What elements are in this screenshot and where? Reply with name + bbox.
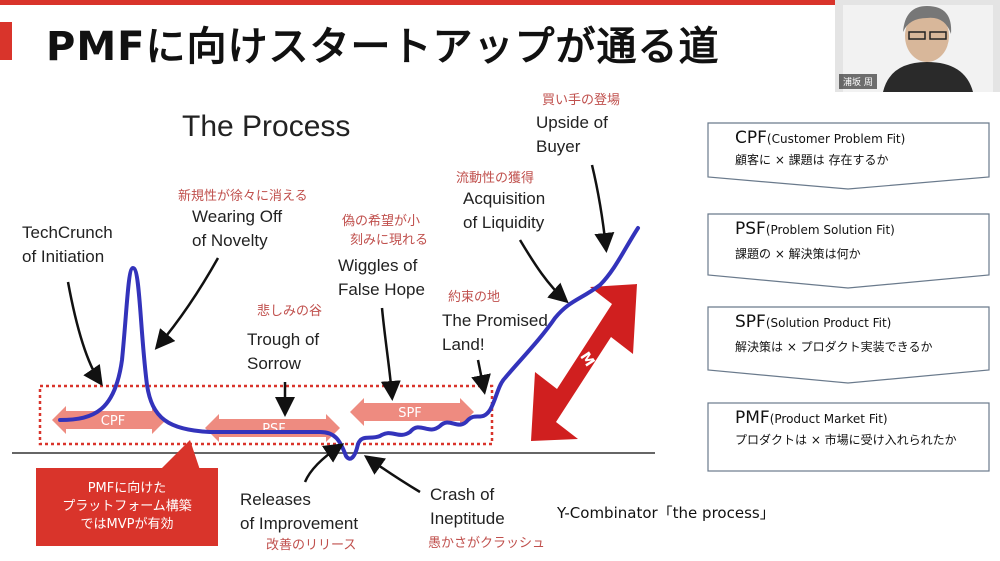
fit-desc: 顧客に × 課題は 存在するか [735, 153, 889, 167]
stage-crash-en2: Ineptitude [430, 509, 505, 528]
title-accent-tab [0, 22, 12, 60]
mvp-callout: PMFに向けた プラットフォーム構築 ではMVPが有効 [36, 468, 218, 546]
slide-title: PMFに向けスタートアップが通る道 [46, 24, 720, 70]
stage-wiggles-jp1: 偽の希望が小 [342, 213, 420, 228]
psf-label: PSF [262, 422, 286, 437]
stage-techcrunch-en2: of Initiation [22, 247, 104, 266]
presenter-silhouette [835, 0, 1000, 92]
stage-liquidity-jp: 流動性の獲得 [456, 170, 534, 185]
fit-full: (Product Market Fit) [769, 412, 888, 426]
presenter-name: 浦坂 周 [839, 74, 877, 89]
fit-box-cpf: CPF(Customer Problem Fit) 顧客に × 課題は 存在する… [707, 122, 990, 190]
stage-trough-jp: 悲しみの谷 [257, 303, 322, 318]
stage-releases-en1: Releases [240, 490, 311, 509]
stage-releases-jp: 改善のリリース [266, 537, 356, 552]
stage-liquidity-en1: Acquisition [463, 189, 545, 208]
fit-desc: 課題の × 解決策は何か [735, 247, 861, 261]
stage-trough-en1: Trough of [247, 330, 319, 349]
fit-full: (Solution Product Fit) [765, 316, 892, 330]
stage-wiggles-jp2: 刻みに現れる [350, 232, 428, 247]
fit-abbr: SPF [735, 312, 766, 332]
stage-buyer-en2: Buyer [536, 137, 581, 156]
fit-desc: プロダクトは × 市場に受け入れられたか [735, 433, 957, 447]
top-accent-bar [0, 0, 835, 5]
psf-arrow: PSF [205, 414, 340, 442]
source-credit: Y-Combinator「the process」 [557, 504, 775, 522]
diagram-heading: The Process [182, 110, 350, 143]
pmf-arrow: PMF [531, 284, 637, 441]
fit-abbr: CPF [735, 128, 767, 148]
stage-techcrunch-en1: TechCrunch [22, 223, 113, 242]
pointer-arrows [66, 164, 615, 494]
stage-releases-en2: of Improvement [240, 514, 358, 533]
stage-novelty-jp: 新規性が徐々に消える [178, 188, 308, 203]
stage-promised-jp: 約束の地 [448, 289, 500, 304]
fit-full: (Customer Problem Fit) [766, 132, 906, 146]
fit-box-spf: SPF(Solution Product Fit) 解決策は × プロダクト実装… [707, 306, 990, 384]
stage-promised-en2: Land! [442, 335, 485, 354]
spf-label: SPF [398, 406, 422, 421]
mvp-region [38, 384, 494, 446]
stage-trough-en2: Sorrow [247, 354, 302, 373]
stage-buyer-jp: 買い手の登場 [542, 92, 620, 107]
webcam-thumbnail: 浦坂 周 [835, 0, 1000, 92]
fit-abbr: PMF [735, 408, 770, 428]
stage-wiggles-en1: Wiggles of [338, 256, 418, 275]
callout-line-3: ではMVPが有効 [80, 517, 174, 532]
callout-pointer [160, 440, 200, 470]
callout-line-2: プラットフォーム構築 [62, 499, 192, 514]
stage-liquidity-en2: of Liquidity [463, 213, 545, 232]
fit-box-pmf: PMF(Product Market Fit) プロダクトは × 市場に受け入れ… [707, 402, 990, 472]
fit-abbr: PSF [735, 219, 766, 239]
stage-crash-jp: 愚かさがクラッシュ [428, 535, 545, 550]
stage-wiggles-en2: False Hope [338, 280, 425, 299]
cpf-arrow: CPF [52, 406, 166, 434]
stage-crash-en1: Crash of [430, 485, 495, 504]
cpf-label: CPF [101, 414, 125, 429]
process-diagram: The Process CPF PSF SPF PMF TechCrunch o… [12, 92, 655, 552]
spf-arrow: SPF [350, 398, 474, 426]
fit-full: (Problem Solution Fit) [765, 223, 895, 237]
stage-promised-en1: The Promised [442, 311, 548, 330]
fit-box-psf: PSF(Problem Solution Fit) 課題の × 解決策は何か [707, 213, 990, 289]
callout-line-1: PMFに向けた [87, 481, 167, 496]
stage-novelty-en1: Wearing Off [192, 207, 282, 226]
fit-desc: 解決策は × プロダクト実装できるか [735, 340, 933, 354]
stage-buyer-en1: Upside of [536, 113, 608, 132]
stage-novelty-en2: of Novelty [192, 231, 268, 250]
process-curve [58, 226, 640, 461]
